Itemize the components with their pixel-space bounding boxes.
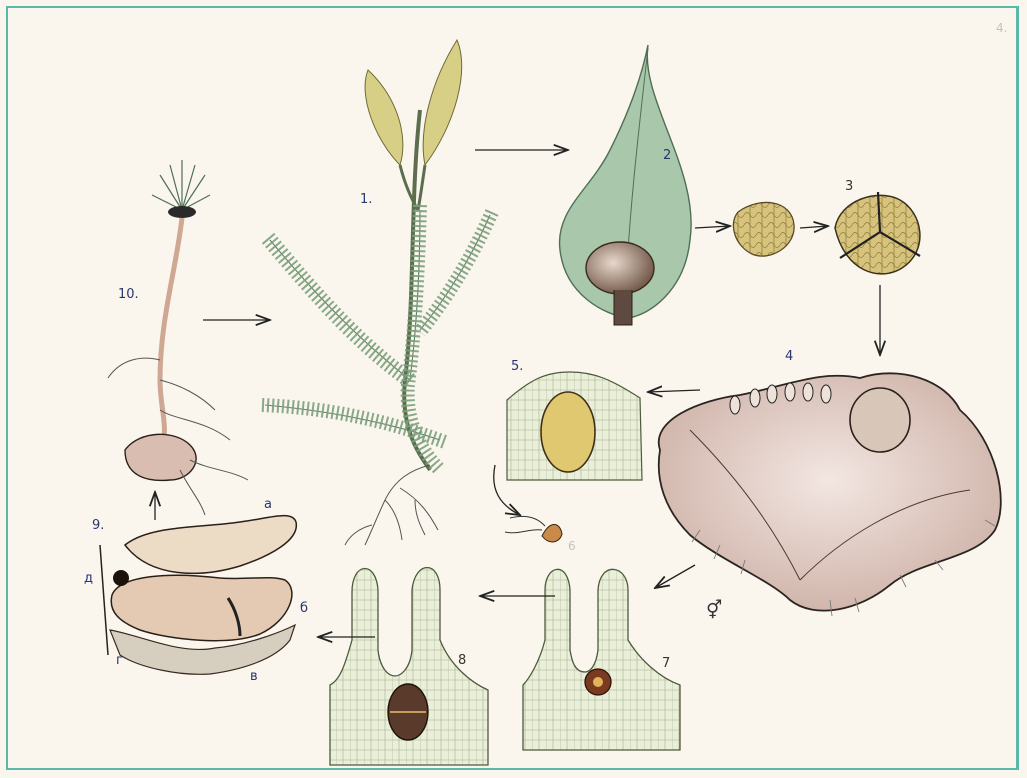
stage-label-7: 7 [662, 656, 670, 671]
part-label-a: a [264, 497, 272, 512]
sporophyte-roots [345, 465, 438, 545]
spore-single [733, 202, 794, 256]
leafy-branch-right [420, 212, 492, 332]
bisexual-symbol: ⚥ [706, 599, 722, 621]
page-number: 4. [996, 21, 1007, 35]
stage-label-5: 5. [511, 359, 523, 374]
spermatozoid: 6 [505, 516, 576, 553]
stage-label-6: 6 [568, 539, 576, 553]
part-label-b: б [300, 601, 308, 616]
young-plant-with-rhizome: 10. [108, 160, 248, 515]
arrow-2-to-3a [695, 226, 730, 228]
stage-label-3: 3 [845, 179, 853, 194]
sporophyll-with-sporangium: 2 [560, 45, 692, 325]
embryo-in-archegonium: 8 [330, 568, 488, 766]
arrow-4-to-7 [655, 565, 695, 588]
part-label-g: г [116, 653, 123, 668]
club-moss-sporophyte: 1. [262, 40, 492, 545]
arrow-3a-to-3b [800, 226, 828, 228]
leafy-branch-left [268, 238, 412, 382]
stage-label-4: 4 [785, 349, 793, 364]
arrow-4-to-5 [648, 390, 700, 392]
stage-label-10: 10. [118, 287, 139, 302]
stage-label-2: 2 [663, 148, 671, 163]
stage-label-8: 8 [458, 653, 466, 668]
spore-tetrad-view: 3 [835, 179, 920, 274]
part-label-v: в [250, 669, 258, 684]
antheridium-section: 5. [507, 359, 642, 480]
bisexual-gametophyte: 4 ⚥ [659, 349, 1001, 621]
part-label-d: д [84, 571, 93, 586]
young-sporophyte-on-gametophyte: 9. a б в г д [84, 497, 308, 684]
stage-label-1: 1. [360, 192, 372, 207]
stage-label-9: 9. [92, 518, 104, 533]
